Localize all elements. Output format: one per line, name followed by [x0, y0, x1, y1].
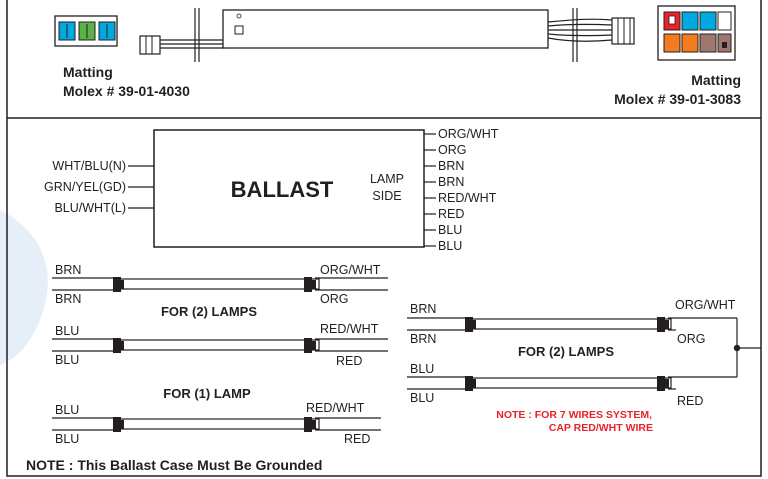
lamp-wire-label: RED [336, 354, 362, 368]
lamp-wire-label: BLU [55, 403, 79, 417]
seven-wire-note-line1: NOTE : FOR 7 WIRES SYSTEM, [496, 409, 652, 421]
lamp-wire-label: RED/WHT [306, 401, 365, 415]
lamp-wire-label: BRN [55, 292, 81, 306]
lamp-tube [466, 318, 672, 330]
lamp-wire-label: RED [344, 432, 370, 446]
input-wire-label: BLU/WHT(L) [54, 201, 126, 215]
lamp-wire-label: ORG/WHT [320, 263, 381, 277]
watermark-shape [0, 210, 48, 365]
lamp-tube [466, 377, 672, 389]
lamp-wire-label: BLU [55, 353, 79, 367]
lamp-wire-label: BLU [410, 362, 434, 376]
output-wire-label: BLU [438, 223, 462, 237]
lamp-wire-label: BLU [410, 391, 434, 405]
lamp-wire-label: RED/WHT [320, 322, 379, 336]
lamp-wire-label: BRN [410, 332, 436, 346]
output-wire-label: RED/WHT [438, 191, 497, 205]
lamp-tube [114, 339, 320, 351]
output-wires: ORG/WHT ORG BRN BRN RED/WHT RED BLU BLU [424, 127, 499, 253]
config-title: FOR (2) LAMPS [518, 344, 614, 359]
lamp-wire-label: BLU [55, 432, 79, 446]
right-connector-title: Matting [691, 72, 741, 88]
wire-junction [733, 344, 741, 352]
lamp-wire-label: ORG [320, 292, 348, 306]
output-wire-label: ORG [438, 143, 466, 157]
output-wire-label: ORG/WHT [438, 127, 499, 141]
input-wire-label: WHT/BLU(N) [52, 159, 126, 173]
left-connector-part: Molex # 39-01-4030 [63, 83, 190, 99]
lamp-wire-label: ORG/WHT [675, 298, 736, 312]
lamp-wire-label: BLU [55, 324, 79, 338]
output-wire-label: BLU [438, 239, 462, 253]
left-connector-title: Matting [63, 64, 113, 80]
output-wire-label: RED [438, 207, 464, 221]
lamp-wire-label: BRN [410, 302, 436, 316]
lamp-wire-label: ORG [677, 332, 705, 346]
lamp-side-line2: SIDE [372, 189, 401, 203]
ballast-box [153, 129, 425, 248]
right-connector-part: Molex # 39-01-3083 [614, 91, 741, 107]
lamp-tube [114, 278, 320, 290]
ground-note: NOTE : This Ballast Case Must Be Grounde… [26, 457, 322, 473]
output-wire-label: BRN [438, 159, 464, 173]
seven-wire-note-line2: CAP RED/WHT WIRE [549, 422, 653, 434]
config-two-lamps-left: BRN BRN ORG/WHT ORG FOR (2) LAMPS BLU BL… [52, 263, 388, 368]
lamp-wire-label: BRN [55, 263, 81, 277]
lamp-side-line1: LAMP [370, 172, 404, 186]
lamp-wire-label: RED [677, 394, 703, 408]
lamp-tube [114, 418, 320, 430]
output-wire-label: BRN [438, 175, 464, 189]
input-wire-label: GRN/YEL(GD) [44, 180, 126, 194]
ballast-side-view [139, 8, 635, 62]
diagram-frame [6, 0, 762, 477]
molex-connector-left [54, 15, 118, 47]
config-title: FOR (2) LAMPS [161, 304, 257, 319]
input-wires: WHT/BLU(N) GRN/YEL(GD) BLU/WHT(L) [44, 159, 154, 215]
config-title: FOR (1) LAMP [163, 386, 251, 401]
molex-connector-right [657, 5, 736, 61]
config-two-lamps-right: BRN BRN ORG/WHT ORG FOR (2) LAMPS BLU BL… [407, 298, 761, 408]
config-one-lamp: FOR (1) LAMP BLU BLU RED/WHT RED [52, 386, 381, 446]
ballast-label: BALLAST [231, 177, 334, 202]
